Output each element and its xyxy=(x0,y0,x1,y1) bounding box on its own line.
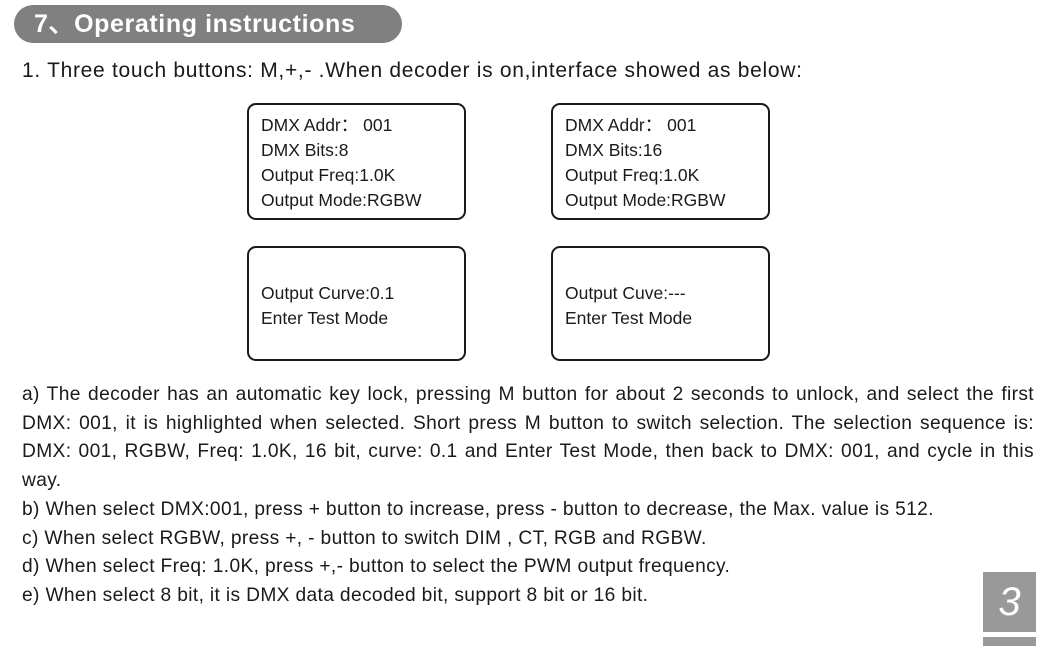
instruction-e: e) When select 8 bit, it is DMX data dec… xyxy=(22,584,649,606)
lcd-line-output-curve: Output Cuve:--- xyxy=(565,283,686,303)
instruction-b: b) When select DMX:001, press + button t… xyxy=(22,498,934,520)
lcd-screen-curve-none: Output Cuve:--- Enter Test Mode xyxy=(551,246,770,361)
lcd-line-dmx-addr: DMX Addr： 001 xyxy=(261,115,393,135)
lcd-screen-curve: Output Curve:0.1 Enter Test Mode xyxy=(247,246,466,361)
page-number-rule xyxy=(983,637,1036,646)
instruction-d: d) When select Freq: 1.0K, press +,- but… xyxy=(22,556,731,578)
lcd-line-test-mode: Enter Test Mode xyxy=(565,308,693,328)
section-title: 7、Operating instructions xyxy=(14,5,402,43)
lcd-line-output-mode: Output Mode:RGBW xyxy=(261,190,422,210)
lcd-line-dmx-addr: DMX Addr： 001 xyxy=(565,115,697,135)
lcd-screen-16bit: DMX Addr： 001 DMX Bits:16 Output Freq:1.… xyxy=(551,103,770,220)
lcd-line-output-freq: Output Freq:1.0K xyxy=(565,165,700,185)
instruction-c: c) When select RGBW, press +, - button t… xyxy=(22,527,707,549)
lcd-line-output-curve: Output Curve:0.1 xyxy=(261,283,395,303)
lcd-line-test-mode: Enter Test Mode xyxy=(261,308,389,328)
intro-text: 1. Three touch buttons: M,+,- .When deco… xyxy=(22,59,803,82)
page-number: 3 xyxy=(983,572,1036,632)
lcd-line-output-freq: Output Freq:1.0K xyxy=(261,165,396,185)
instruction-a: a) The decoder has an automatic key lock… xyxy=(22,384,1034,492)
lcd-line-dmx-bits: DMX Bits:16 xyxy=(565,140,663,160)
lcd-line-output-mode: Output Mode:RGBW xyxy=(565,190,726,210)
lcd-screen-8bit: DMX Addr： 001 DMX Bits:8 Output Freq:1.0… xyxy=(247,103,466,220)
lcd-line-dmx-bits: DMX Bits:8 xyxy=(261,140,349,160)
instructions-body: a) The decoder has an automatic key lock… xyxy=(22,381,1034,611)
